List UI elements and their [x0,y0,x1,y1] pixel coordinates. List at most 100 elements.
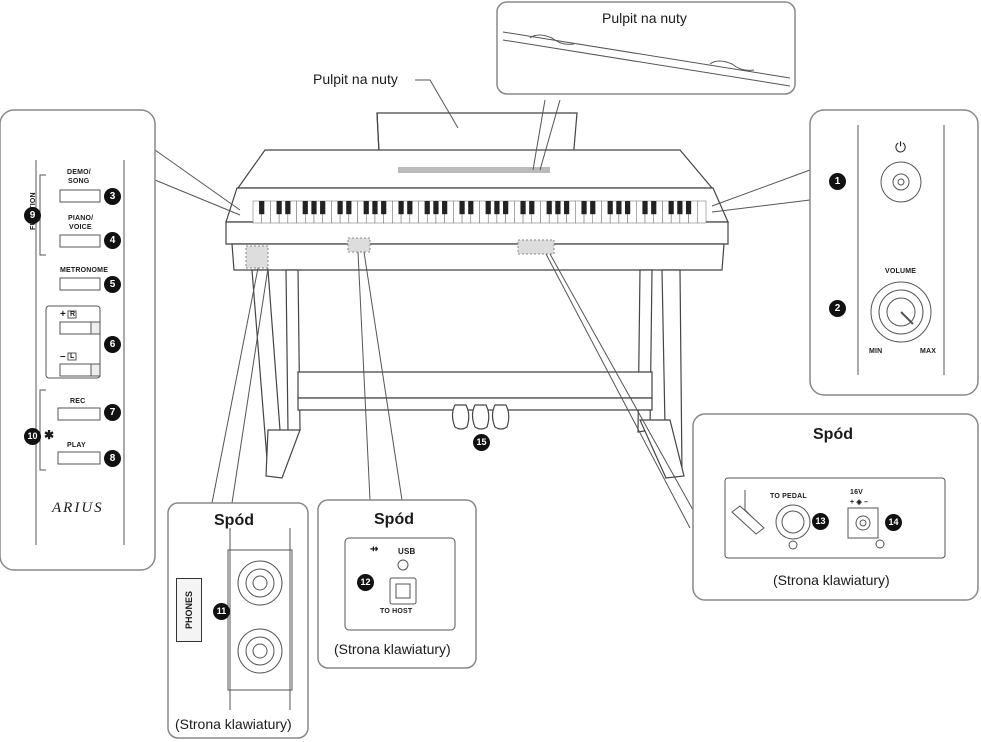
black-key [442,201,448,215]
callout-10: 10 [24,428,41,445]
phones-detail [227,528,293,710]
piano-label: PIANO/ [68,215,94,222]
keyboard-side-caption-right: (Strona klawiatury) [773,572,890,588]
piano-front-rail [225,221,729,245]
black-key [642,201,648,215]
black-key [677,201,683,215]
black-key [424,201,430,215]
black-key [311,201,317,215]
black-key [320,201,326,215]
black-key [468,201,474,215]
pedals [451,404,510,430]
phones-callout-box [167,502,309,739]
to-pedal-label: TO PEDAL [770,493,807,500]
pedal-jack-detail [724,477,946,559]
black-key [494,201,500,215]
music-rest-side-label: Pulpit na nuty [313,71,398,87]
callout-15: 15 [473,434,490,451]
black-key [624,201,631,215]
callout-4: 4 [104,232,121,249]
underside-markers [245,237,555,269]
black-key [363,201,369,215]
callout-12: 12 [357,574,374,591]
callout-3: 3 [104,188,121,205]
callout-7: 7 [104,404,121,421]
black-key [276,201,282,215]
keyboard-side-caption-mid: (Strona klawiatury) [334,641,451,657]
bluetooth-icon: ✱ [44,428,55,442]
black-key [398,201,404,215]
black-key [346,201,352,215]
volume-label: VOLUME [885,268,917,275]
music-rest-detail [502,31,791,87]
leader-lines [154,79,811,529]
callout-14: 14 [885,514,902,531]
power-icon: ⏻ [895,139,907,155]
phones-label: PHONES [176,578,202,642]
black-key [555,201,561,215]
minus-label: – [60,351,66,362]
callout-9: 9 [24,207,41,224]
metronome-label: METRONOME [60,267,109,274]
song-label: SONG [68,178,90,185]
power-volume-callout-box [809,109,979,396]
black-key [285,201,291,215]
black-key [485,201,491,215]
black-key [503,201,509,215]
music-rest-callout-box [496,1,796,95]
callout-13: 13 [812,513,829,530]
black-key [685,201,692,215]
control-panel-detail [35,160,125,545]
play-label: PLAY [67,442,86,449]
power-volume-detail [857,125,945,375]
black-key [529,201,535,215]
underside-title-right: Spód [813,426,853,443]
black-key [459,201,465,215]
black-key [259,201,265,215]
voice-label: VOICE [69,224,92,231]
callout-1: 1 [829,173,846,190]
black-key [302,201,308,215]
dc-polarity-icon: + ◈ – [850,499,869,506]
black-key [546,201,552,215]
black-key [372,201,378,215]
black-key [616,201,622,215]
dc-in-label: 16V [850,489,864,496]
underside-title-mid: Spód [374,511,414,528]
black-key [590,201,596,215]
black-key [381,201,387,215]
plus-label: + [60,309,67,320]
rec-label: REC [70,398,86,405]
demo-label: DEMO/ [67,169,91,176]
black-key [668,201,674,215]
black-key [520,201,526,215]
black-key [607,201,613,215]
usb-detail [344,537,456,631]
black-key [651,201,657,215]
black-key [581,201,587,215]
black-key [407,201,413,215]
callout-11: 11 [213,603,230,620]
usb-icon: ⇸ [370,544,379,555]
l-label: L [70,353,75,360]
callout-2: 2 [829,300,846,317]
max-label: MAX [920,348,937,355]
to-host-label: TO HOST [380,608,413,615]
black-key [433,201,439,215]
piano-illustration [225,112,729,479]
callout-5: 5 [104,276,121,293]
min-label: MIN [869,348,883,355]
white-key [697,200,707,224]
callout-8: 8 [104,450,121,467]
black-key [564,201,570,215]
usb-label: USB [398,547,416,556]
underside-title-left: Spód [214,512,254,529]
keyboard-keys [252,200,707,224]
callout-6: 6 [104,336,121,353]
r-label: R [70,311,76,318]
brand-logo: ARIUS [52,500,104,516]
music-rest-top-label: Pulpit na nuty [602,10,687,26]
black-key [337,201,343,215]
keyboard-side-caption-left: (Strona klawiatury) [175,716,292,732]
